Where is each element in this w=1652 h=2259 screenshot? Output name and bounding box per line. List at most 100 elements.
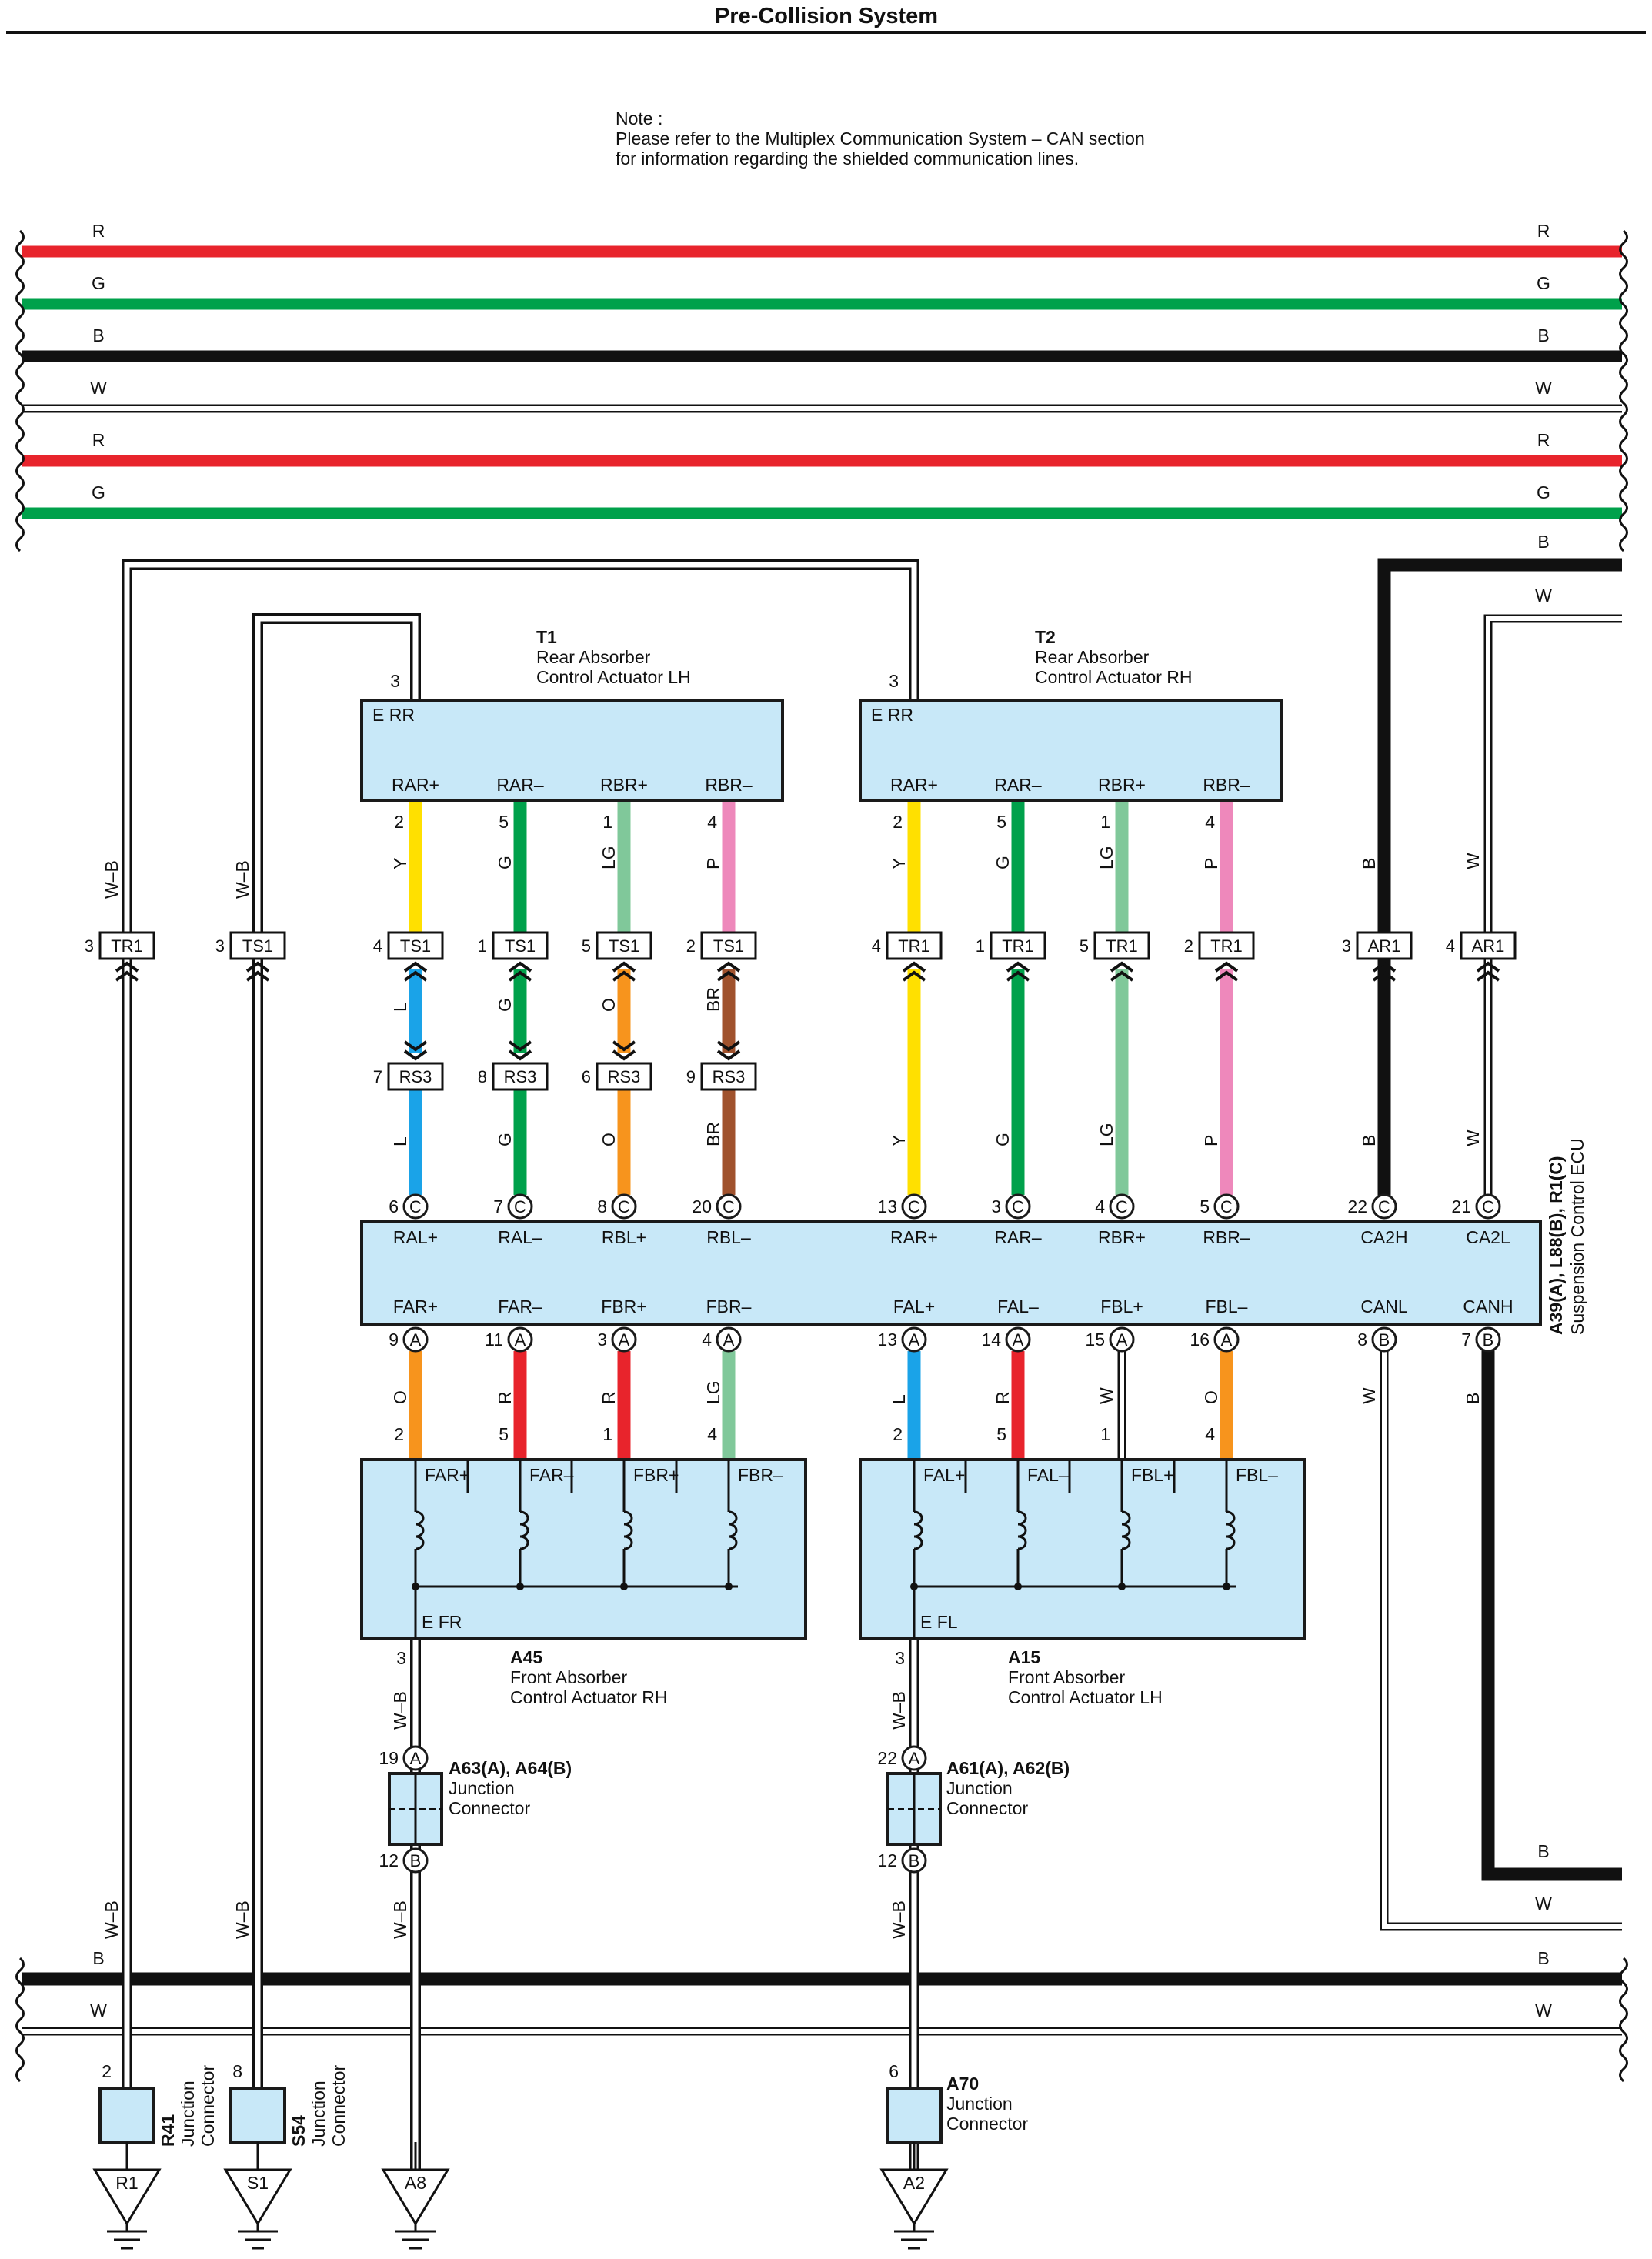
- front-wire-label-0: O: [390, 1390, 410, 1404]
- s54-code: S54: [289, 2115, 309, 2147]
- right-loop-label-2: B: [1537, 1841, 1549, 1861]
- tag-ar1-0-label: AR1: [1368, 936, 1401, 956]
- a15-pin-0: FAL+: [923, 1465, 965, 1485]
- t1-pin-3: RBR–: [705, 775, 753, 795]
- ecu-bot-conn-4: [901, 1326, 927, 1353]
- a45-dot-3: [725, 1583, 733, 1590]
- chev-rs3-2-1: [612, 1049, 636, 1061]
- a15-wb-label-1: W–B: [889, 1691, 909, 1730]
- t1-box: [360, 699, 784, 802]
- ecu-bot-conn-2: [611, 1326, 637, 1353]
- ecu-top-conn-7: [1213, 1193, 1240, 1220]
- tag-tr1-1-num: 1: [976, 936, 985, 956]
- ecu-top-pin-3: RBL–: [706, 1227, 751, 1247]
- t2-name-1: Rear Absorber: [1035, 647, 1150, 667]
- ecu-top-conn-2: [611, 1193, 637, 1220]
- ecu-bot-num-1: 11: [485, 1330, 503, 1350]
- ecu-bot-conn-8-letter: B: [1379, 1330, 1390, 1350]
- tag-ts1-ground: [229, 931, 286, 960]
- wire-canl-w-core: [1382, 1340, 1622, 1929]
- tag-tr1-ground: [98, 931, 155, 960]
- ar-wire-label-low-0: B: [1359, 1135, 1379, 1146]
- tag-ar1-1: [1460, 931, 1517, 960]
- bus-label-right-3: W: [1535, 378, 1552, 398]
- ecu-bot-conn-6: [1109, 1326, 1135, 1353]
- a45-pin-1: FAR–: [529, 1465, 574, 1485]
- ecu-bot-conn-5-letter: A: [1013, 1330, 1024, 1350]
- ecu-bot-conn-9: [1475, 1326, 1501, 1353]
- front-wire-label-4: L: [889, 1394, 909, 1404]
- a45-pin-0: FAR+: [425, 1465, 469, 1485]
- tag-ar1-0: [1356, 931, 1413, 960]
- bottom-bus-label-left-0: B: [92, 1948, 104, 1968]
- tag-ts1-2-label: TS1: [609, 936, 639, 956]
- ecu-bot-conn-7-letter: A: [1221, 1330, 1233, 1350]
- chev-ts1-0-0: [403, 970, 428, 982]
- t2-pin-1: RAR–: [994, 775, 1042, 795]
- chev-ts1-1-1: [508, 961, 532, 973]
- note-line-1: Note :: [616, 108, 662, 128]
- ecu-bot-conn-5: [1005, 1326, 1031, 1353]
- a45-name-1: Front Absorber: [510, 1667, 627, 1687]
- a63-name-2: Connector: [449, 1798, 530, 1818]
- ts1-wb-label-1: W–B: [232, 860, 252, 899]
- ecu-bot-num-9: 7: [1461, 1330, 1471, 1350]
- bus-label-right-5: G: [1537, 482, 1550, 502]
- a45-coil-2: [623, 1510, 633, 1550]
- ecu-bot-num-6: 15: [1085, 1330, 1105, 1350]
- ground-triangle-3: [879, 2168, 949, 2226]
- a70-name-1: Junction: [946, 2094, 1013, 2114]
- ecu-top-conn-8-letter: C: [1378, 1197, 1390, 1216]
- ecu-bot-pin-7: FBL–: [1206, 1296, 1248, 1316]
- ground-triangle-0: [92, 2168, 162, 2226]
- t1-pin-num-0: 2: [394, 812, 404, 832]
- tag-tr1-0-label: TR1: [898, 936, 930, 956]
- ecu-bot-conn-4-letter: A: [909, 1330, 920, 1350]
- tag-ts1-0: [387, 931, 444, 960]
- a15-pin-2: FBL+: [1131, 1465, 1174, 1485]
- ecu-bot-conn-0-letter: A: [410, 1330, 422, 1350]
- ecu-top-conn-6-letter: C: [1116, 1197, 1128, 1216]
- ecu-bot-pin-2: FBR+: [601, 1296, 646, 1316]
- t2-pin-num-1: 5: [996, 812, 1006, 832]
- t2-pin-0: RAR+: [890, 775, 938, 795]
- t1-pin-2: RBR+: [600, 775, 648, 795]
- bus-label-right-0: R: [1537, 221, 1550, 241]
- chev-rs3-3-0: [716, 1040, 741, 1052]
- tag-rs3-3-label: RS3: [713, 1067, 746, 1086]
- ecu-top-conn-6: [1109, 1193, 1135, 1220]
- chev-tr1-ground-1: [115, 961, 139, 973]
- a15-name-2: Control Actuator LH: [1008, 1687, 1163, 1707]
- ecu-top-num-2: 8: [597, 1196, 607, 1216]
- r41-code: R41: [158, 2114, 178, 2147]
- ecu-bot-conn-8: [1371, 1326, 1397, 1353]
- chev-rs3-0-1: [403, 1049, 428, 1061]
- ecu-bot-num-5: 14: [981, 1330, 1001, 1350]
- ecu-top-pin-8: CA2H: [1360, 1227, 1407, 1247]
- ecu-top-num-3: 20: [692, 1196, 712, 1216]
- ecu-bot-num-2: 3: [597, 1330, 607, 1350]
- a61-top-num: 22: [877, 1748, 897, 1768]
- ecu-top-pin-6: RBR+: [1098, 1227, 1146, 1247]
- chev-tr1-1-1: [1006, 961, 1030, 973]
- ecu-top-conn-9-letter: C: [1482, 1197, 1494, 1216]
- wire-canl-w: [1380, 1340, 1622, 1931]
- ar-wire-label-upper-1: W: [1463, 853, 1483, 869]
- a15-coil-1: [1017, 1510, 1027, 1550]
- canl-wire-label: W: [1359, 1387, 1379, 1404]
- front-wire-label-7: O: [1201, 1390, 1221, 1404]
- r41-pin: 2: [102, 2061, 112, 2081]
- s54-name-2: Connector: [329, 2065, 349, 2147]
- t1-pin-1: RAR–: [496, 775, 544, 795]
- a15-ground-pin: 3: [895, 1648, 905, 1668]
- front-wire-label-6: W: [1096, 1387, 1116, 1404]
- bus-label-left-3: W: [90, 378, 107, 398]
- t2-wire-label-upper-1: G: [993, 856, 1013, 869]
- t1-wire-label-mid-3: BR: [703, 987, 723, 1012]
- ground-label-0: R1: [115, 2173, 138, 2193]
- ecu-top-conn-5-letter: C: [1012, 1197, 1024, 1216]
- a15-dot-1: [1014, 1583, 1022, 1590]
- ecu-top-pin-4: RAR+: [890, 1227, 938, 1247]
- bottom-bus-break-left: [15, 1957, 25, 2083]
